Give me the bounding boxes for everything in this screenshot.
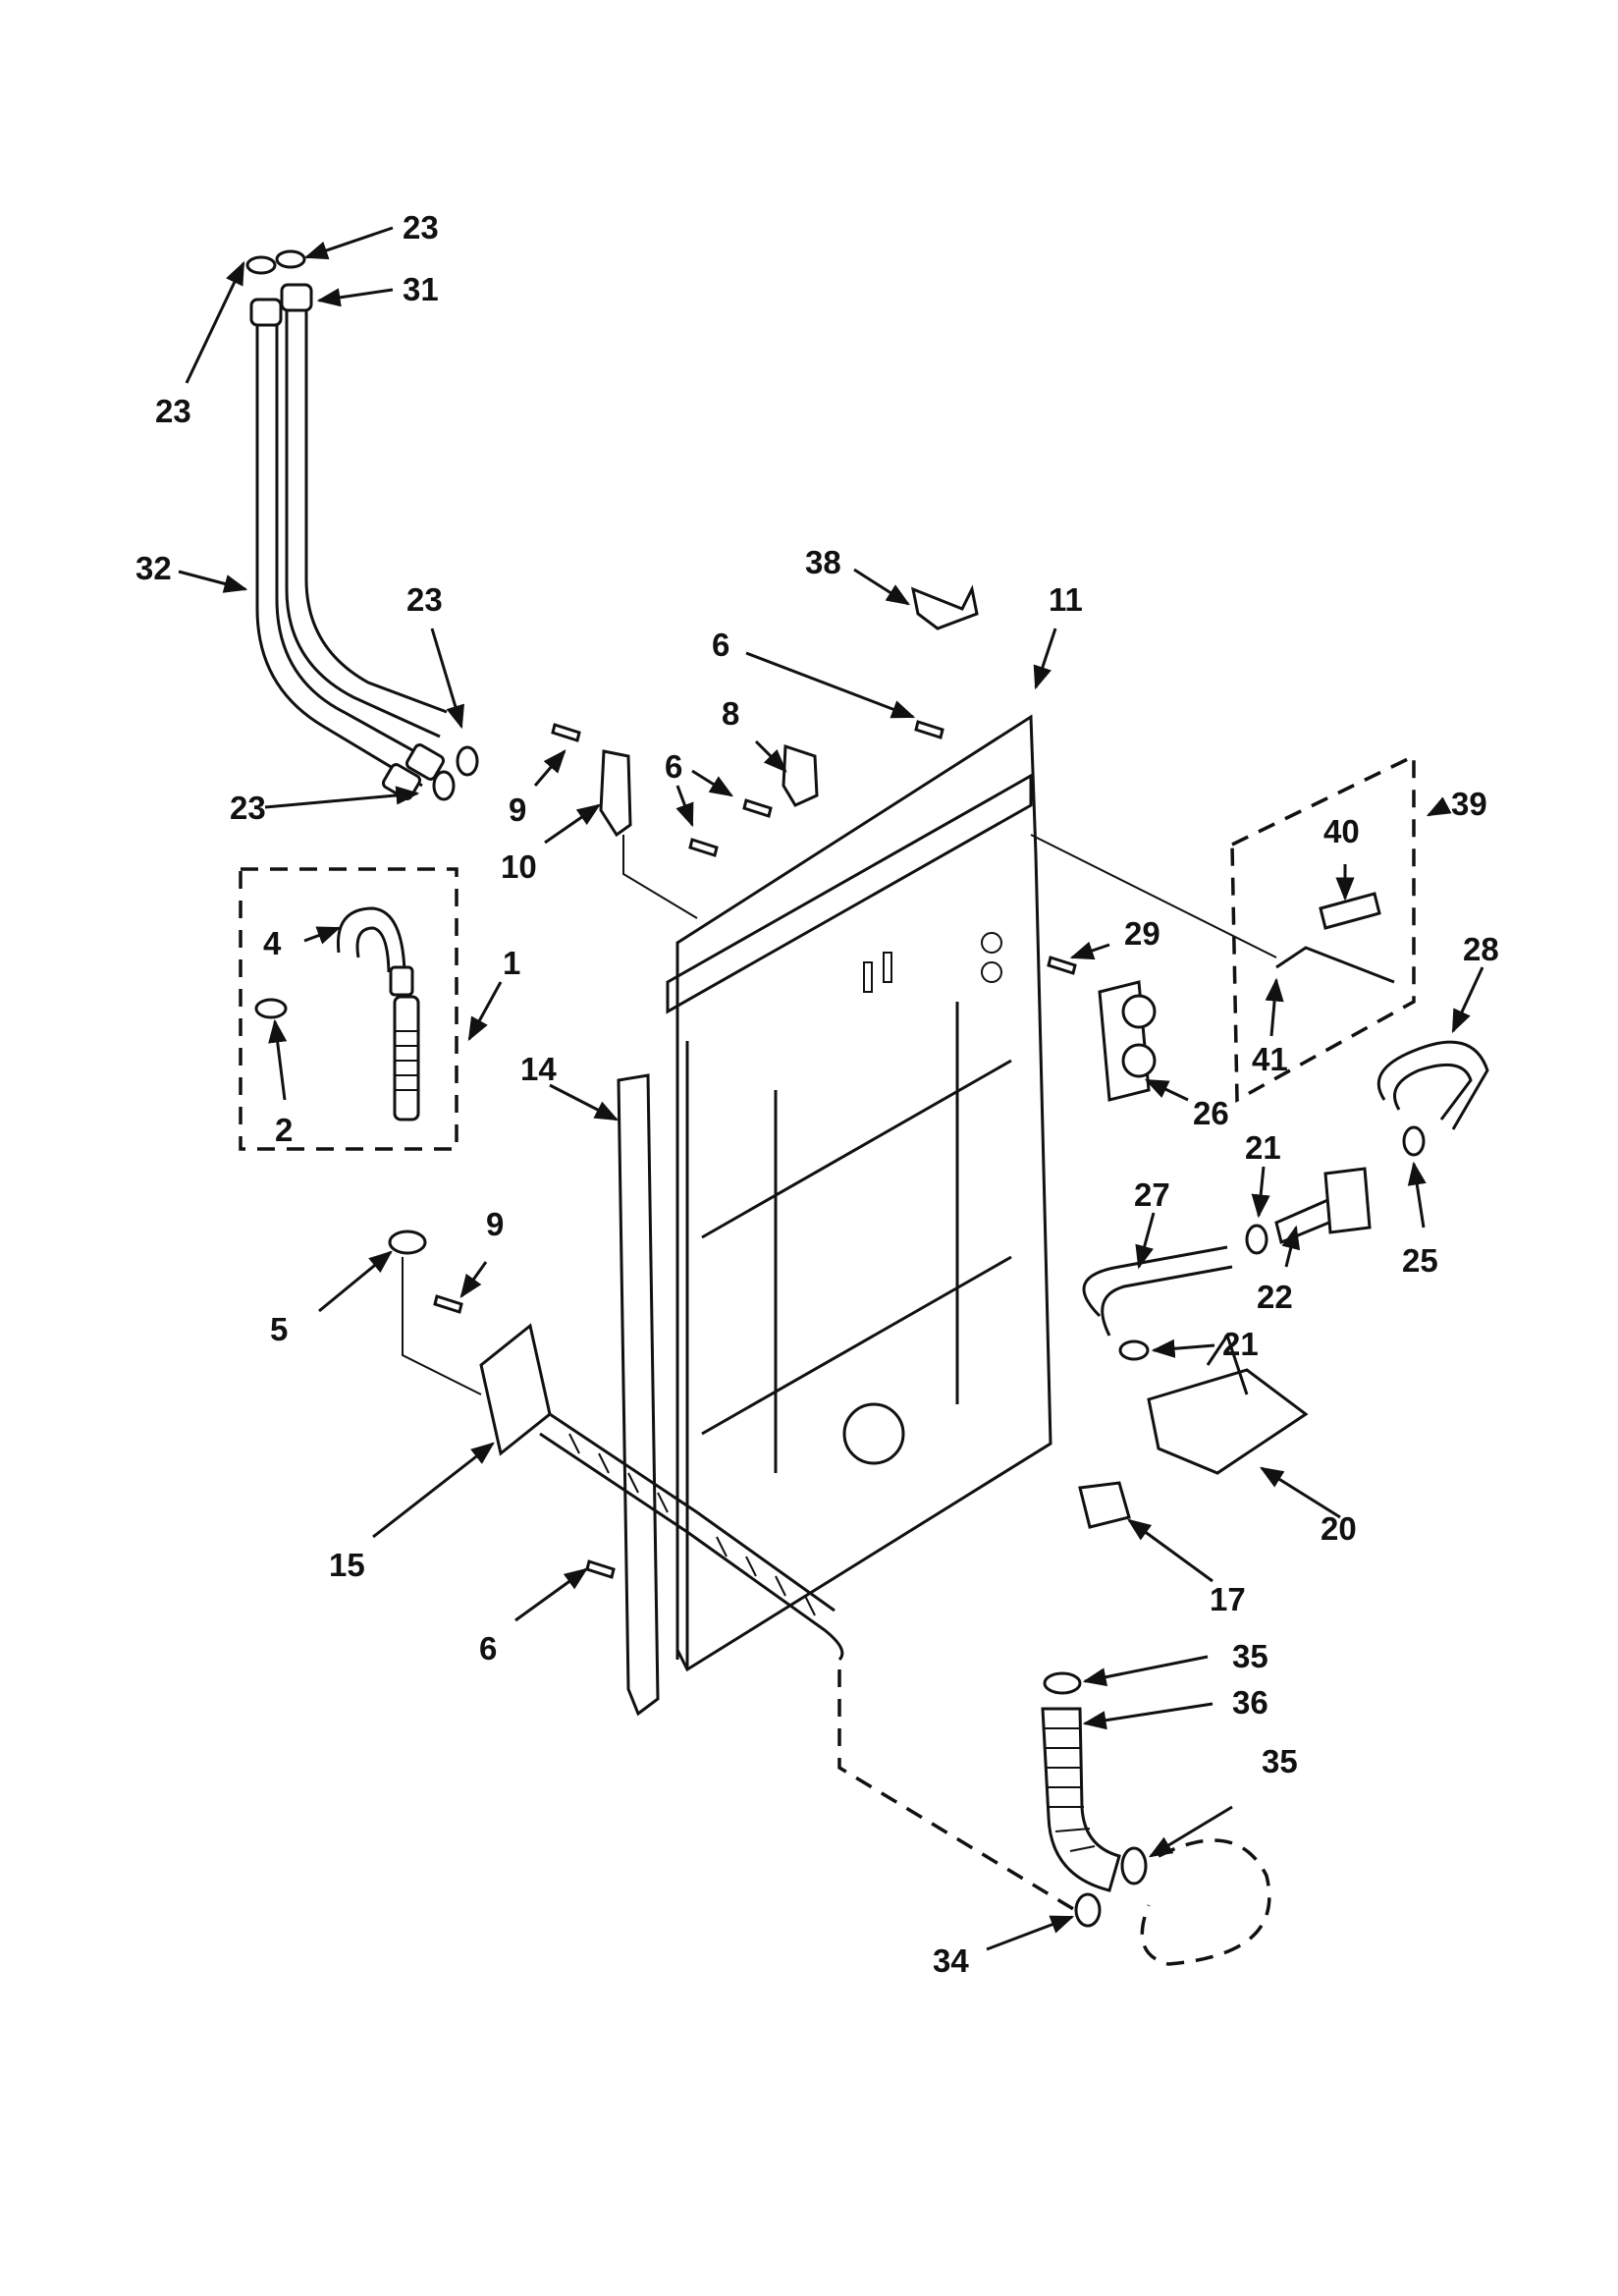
- side-trim: [617, 1073, 660, 1717]
- callout-11: 11: [1049, 581, 1083, 618]
- callout-21a: 21: [1245, 1129, 1281, 1166]
- callout-26: 26: [1193, 1095, 1229, 1131]
- callout-5: 5: [270, 1311, 288, 1347]
- callout-6b: 6: [665, 748, 682, 785]
- callout-23c: 23: [406, 581, 443, 618]
- callout-34: 34: [933, 1942, 969, 1979]
- screws: [433, 720, 1077, 1579]
- callout-6c: 6: [479, 1630, 497, 1667]
- callout-14: 14: [520, 1051, 557, 1087]
- callout-39: 39: [1451, 786, 1487, 822]
- callout-27: 27: [1134, 1176, 1170, 1213]
- clip-17: [1078, 1481, 1131, 1529]
- bracket: [599, 749, 632, 838]
- callout-32: 32: [135, 550, 172, 586]
- inlet-hoses: [245, 249, 479, 801]
- callout-21b: 21: [1222, 1326, 1259, 1362]
- callout-36: 36: [1232, 1684, 1268, 1721]
- callout-9b: 9: [486, 1206, 504, 1242]
- callout-35b: 35: [1262, 1743, 1298, 1779]
- callout-41: 41: [1252, 1041, 1288, 1077]
- drain-hose-kit-box: [239, 867, 458, 1151]
- rear-panel: [666, 714, 1052, 1672]
- wire-clip: [782, 743, 819, 807]
- callout-23d: 23: [230, 790, 266, 826]
- callout-17: 17: [1210, 1581, 1246, 1617]
- callout-22: 22: [1257, 1279, 1293, 1315]
- top-clip: [910, 584, 979, 630]
- callout-2: 2: [275, 1112, 293, 1148]
- drain-hose-extension: [393, 995, 420, 1121]
- callout-23b: 23: [155, 393, 191, 429]
- callout-28: 28: [1463, 931, 1499, 967]
- callout-1: 1: [503, 945, 520, 981]
- callout-10: 10: [501, 848, 537, 885]
- callout-20: 20: [1321, 1510, 1357, 1547]
- callout-29: 29: [1124, 915, 1160, 952]
- callout-4: 4: [263, 925, 282, 961]
- pump-bracket: [1147, 1368, 1309, 1475]
- callout-35a: 35: [1232, 1638, 1268, 1674]
- callout-8: 8: [722, 695, 739, 732]
- callout-40: 40: [1323, 813, 1360, 849]
- callout-15: 15: [329, 1547, 365, 1583]
- sensor-kit-box: [1230, 753, 1416, 1103]
- callout-6a: 6: [712, 627, 729, 663]
- callout-38: 38: [805, 544, 841, 580]
- callout-23a: 23: [403, 209, 439, 246]
- callout-9a: 9: [509, 792, 526, 828]
- callout-31: 31: [403, 271, 439, 307]
- callout-25: 25: [1402, 1242, 1438, 1279]
